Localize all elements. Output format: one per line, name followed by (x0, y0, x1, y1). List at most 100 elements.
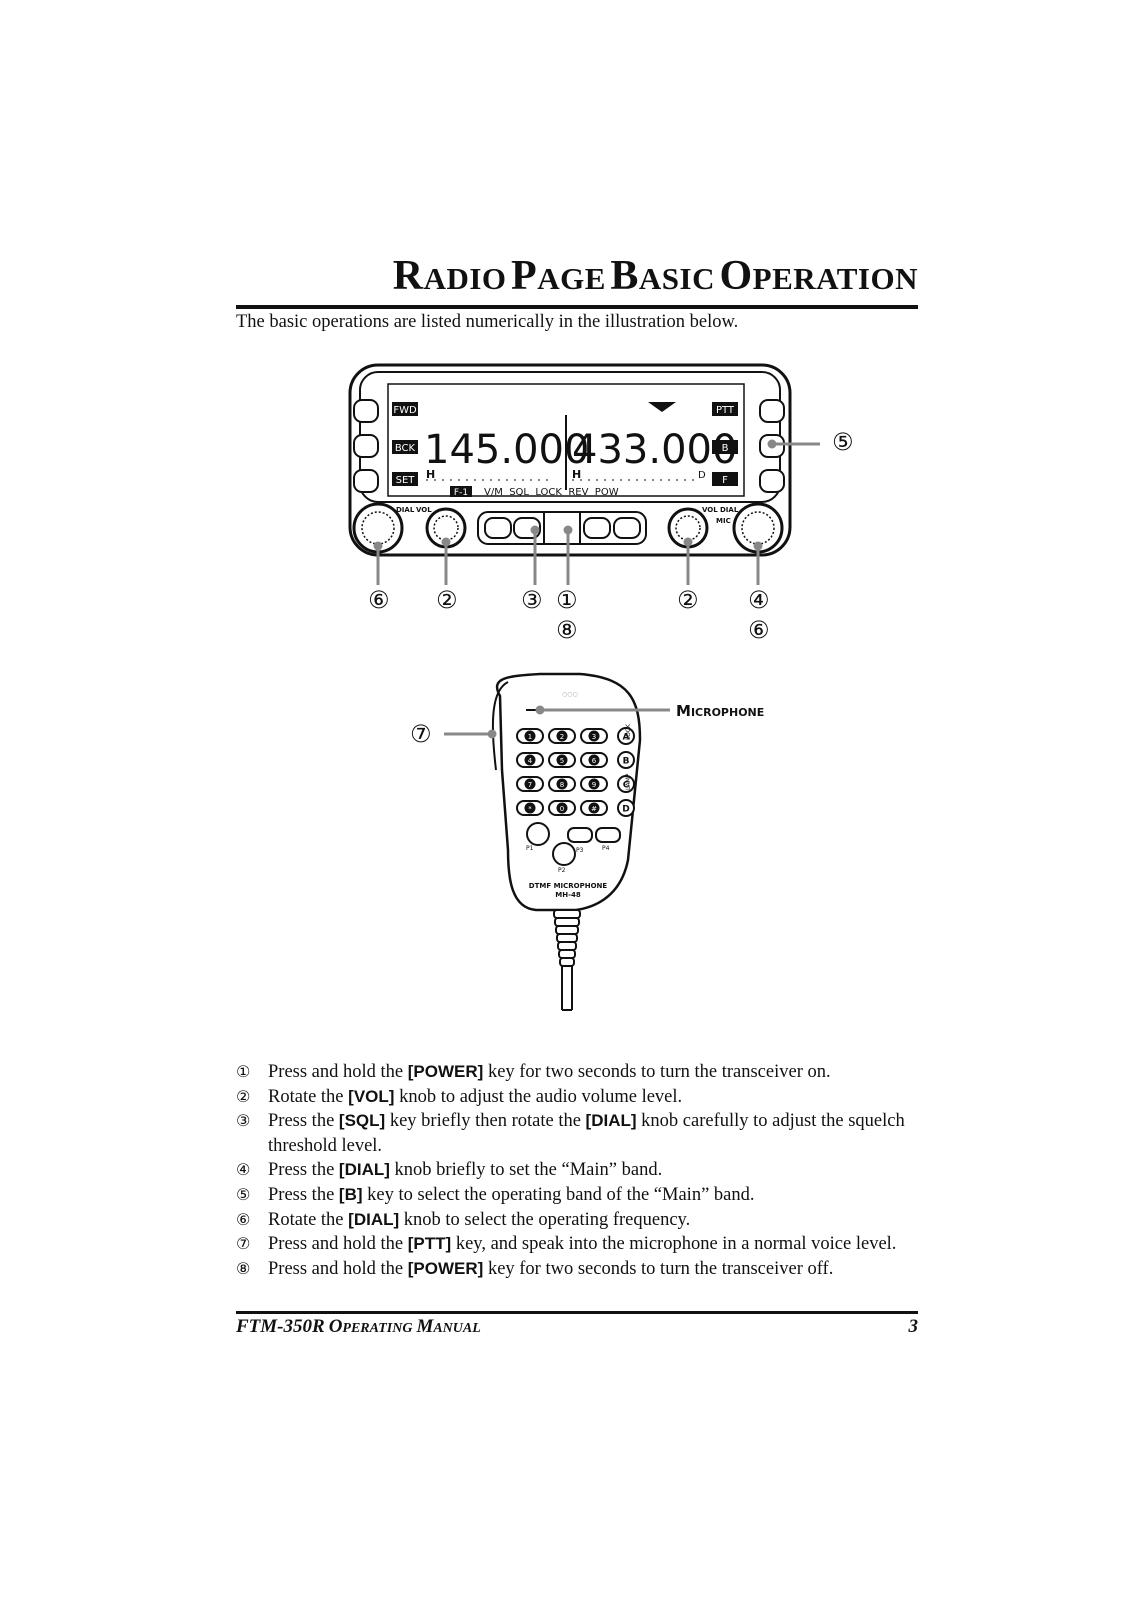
lock-side-label: LOCK (625, 723, 632, 740)
mic-key-label: D (622, 805, 629, 815)
mic-jack-label: MIC (716, 517, 731, 525)
mic-key-label: 1 (528, 733, 532, 741)
mic-key-label: 3 (592, 733, 596, 741)
dial-knob-left[interactable] (352, 502, 404, 554)
lcd-label-ptt: PTT (716, 405, 735, 416)
callout-3: ③ (521, 586, 543, 614)
d-indicator: D (698, 470, 706, 481)
p3-label: P3 (576, 847, 584, 854)
dial-label-right: DIAL (720, 506, 739, 514)
p3-key[interactable] (567, 827, 593, 843)
dial-knob-right[interactable] (732, 502, 784, 554)
mic-key-5[interactable]: 5 (548, 752, 576, 768)
power-level-left: H (426, 468, 435, 481)
mic-key-B[interactable]: B (617, 751, 635, 769)
mic-key-D[interactable]: D (617, 799, 635, 817)
callout-6-left: ⑥ (368, 586, 390, 614)
mic-key-label: # (591, 805, 597, 813)
mic-key-0[interactable]: 0 (548, 800, 576, 816)
mic-key-C[interactable]: C (617, 775, 635, 793)
p1-label: P1 (526, 845, 534, 852)
mic-key-label: A (623, 733, 630, 743)
lcd-label-fwd: FWD (393, 405, 417, 416)
intro-text: The basic operations are listed numerica… (236, 312, 739, 332)
mic-key-label: 0 (560, 805, 564, 813)
front-key-row[interactable] (477, 511, 647, 545)
p2-key[interactable] (552, 842, 576, 866)
mic-key-label: * (528, 805, 532, 813)
mic-key-3[interactable]: 3 (580, 728, 608, 744)
page-title: RADIO PAGE BASIC OPERATION (392, 253, 918, 299)
p4-label: P4 (602, 845, 610, 852)
lcd-label-bck: BCK (395, 443, 416, 454)
microphone-label: MICROPHONE (676, 702, 764, 720)
mic-model-line1: DTMF MICROPHONE (529, 882, 608, 890)
radio-illustration: FWD BCK SET PTT B F 145.000 433.000 H H … (348, 363, 820, 1011)
mic-key-label: C (623, 781, 630, 791)
mic-keypad[interactable]: 1 2 3 A 4 5 6 B 7 8 9 C * 0 # D (516, 727, 635, 817)
lamp-side-label: LAMP (625, 773, 632, 790)
mic-key-label: 7 (528, 781, 532, 789)
callout-4: ④ (748, 586, 770, 614)
vol-knob-right[interactable] (667, 507, 709, 549)
callout-7: ⑦ (410, 720, 432, 748)
main-band-arrow-icon (648, 402, 676, 412)
callout-5: ⑤ (832, 428, 854, 456)
power-level-right: H (572, 468, 581, 481)
softkey-labels: V/M SQL LOCK REV POW (484, 487, 619, 498)
p4-key[interactable] (595, 827, 621, 843)
mic-key-*[interactable]: * (516, 800, 544, 816)
title-rule (236, 305, 918, 309)
callout-2-left: ② (436, 586, 458, 614)
vol-label-right: VOL (702, 506, 718, 514)
microphone-drawing: ○○○ 1 2 3 A 4 5 6 B 7 8 9 C * 0 # D P1 P2 P3 P4 LOCK LA… (491, 672, 642, 1011)
mic-key-8[interactable]: 8 (548, 776, 576, 792)
lcd-label-b: B (722, 443, 729, 454)
mic-key-label: 2 (560, 733, 564, 741)
frequency-left: 145.000 (424, 427, 589, 473)
mic-key-label: 6 (592, 757, 597, 765)
mic-key-#[interactable]: # (580, 800, 608, 816)
function-label: F-1 (454, 488, 468, 498)
radio-front-panel: FWD BCK SET PTT B F 145.000 433.000 H H … (348, 363, 792, 557)
dial-label-left: DIAL (396, 506, 415, 514)
svg-text:○○○: ○○○ (562, 691, 578, 698)
p2-label: P2 (558, 867, 566, 874)
vol-label-left: VOL (416, 506, 432, 514)
mic-key-2[interactable]: 2 (548, 728, 576, 744)
mic-key-label: 4 (528, 757, 533, 765)
callout-6-right: ⑥ (748, 616, 770, 644)
mic-key-label: 9 (592, 781, 596, 789)
manual-title: FTM-350R OPERATING MANUAL (236, 1316, 481, 1337)
mic-key-label: B (623, 757, 630, 767)
vol-knob-left[interactable] (425, 507, 467, 549)
lcd-label-f: F (722, 475, 728, 486)
mic-key-4[interactable]: 4 (516, 752, 544, 768)
page-footer: FTM-350R OPERATING MANUAL 3 (236, 1316, 918, 1338)
lcd-label-set: SET (396, 475, 416, 486)
callout-1: ① (556, 586, 578, 614)
mic-key-1[interactable]: 1 (516, 728, 544, 744)
mic-key-9[interactable]: 9 (580, 776, 608, 792)
page-number: 3 (908, 1316, 919, 1337)
footer-rule (236, 1311, 918, 1314)
mic-model-line2: MH-48 (555, 891, 581, 899)
mic-key-7[interactable]: 7 (516, 776, 544, 792)
mic-key-label: 8 (560, 781, 564, 789)
callout-8: ⑧ (556, 616, 578, 644)
p1-key[interactable] (526, 822, 550, 846)
mic-key-label: 5 (560, 757, 564, 765)
mic-key-6[interactable]: 6 (580, 752, 608, 768)
mic-key-A[interactable]: A (617, 727, 635, 745)
callout-2-right: ② (677, 586, 699, 614)
frequency-right: 433.000 (572, 427, 737, 473)
